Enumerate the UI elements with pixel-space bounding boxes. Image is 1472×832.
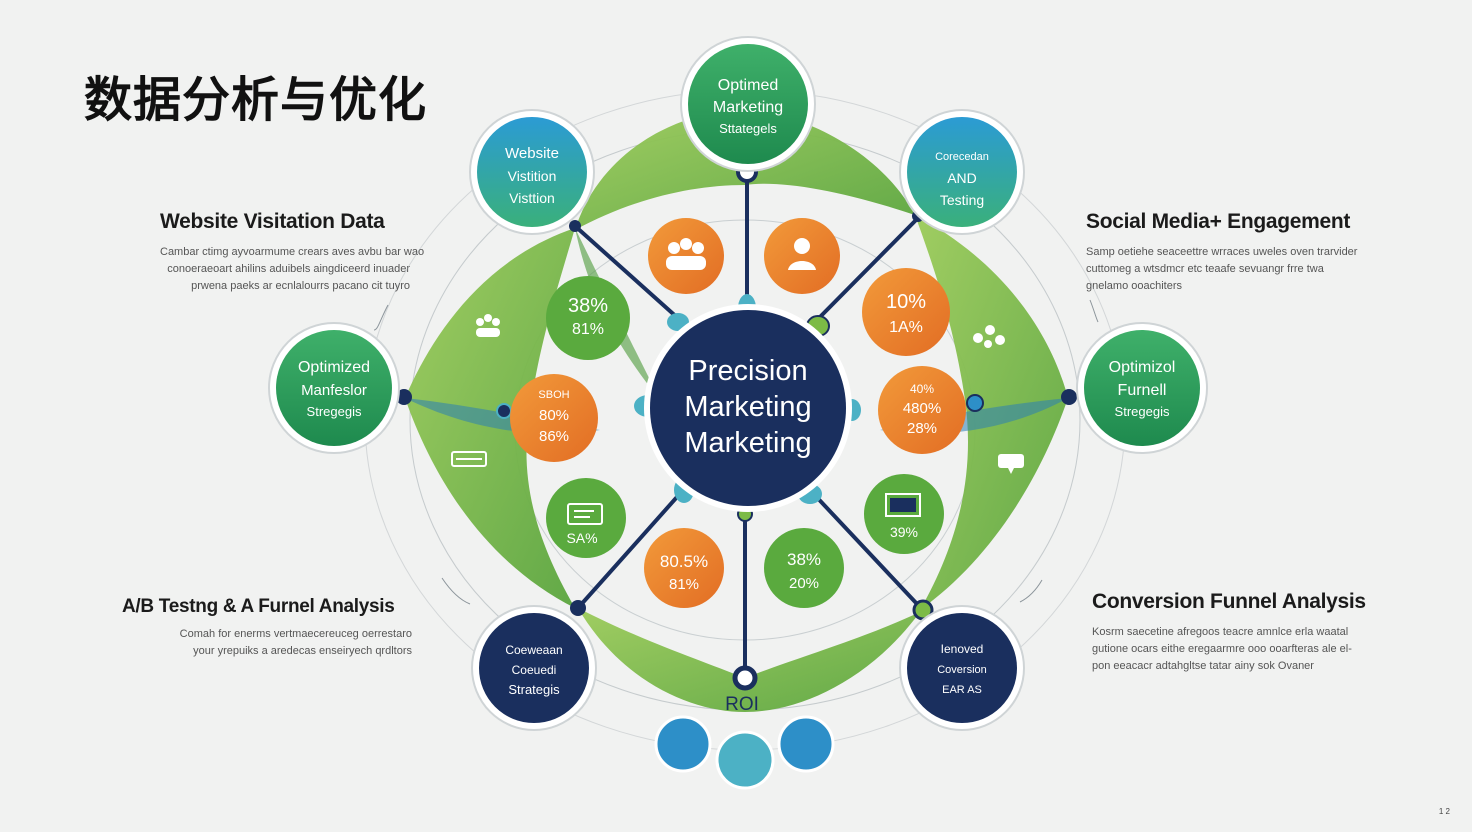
stat-value: 38% bbox=[787, 550, 821, 569]
center-line: Precision bbox=[688, 355, 807, 387]
node-label: Stregegis bbox=[1115, 404, 1170, 419]
info-text: Samp oetiehe seaceettre wrraces uweles o… bbox=[1086, 244, 1386, 295]
info-text: Cambar ctimg ayvoarmume crears aves avbu… bbox=[160, 244, 425, 295]
slide-title: 数据分析与优化 bbox=[84, 72, 428, 128]
node-label: Sttategels bbox=[719, 121, 777, 136]
stat-bubble-upper-right: 10% 1A% bbox=[862, 268, 950, 356]
info-block-conversion-funnel: Conversion Funnel Analysis Kosrm saeceti… bbox=[1092, 590, 1392, 675]
info-line: Cambar ctimg ayvoarmume crears aves avbu… bbox=[160, 246, 425, 258]
roi-bubbles bbox=[654, 715, 835, 790]
user-icon bbox=[788, 238, 816, 270]
node-label: AND bbox=[947, 170, 977, 186]
node-label: Corecedan bbox=[935, 151, 989, 163]
info-block-website-visitation: Website Visitation Data Cambar ctimg ayv… bbox=[160, 210, 425, 295]
roi-label: ROI bbox=[725, 694, 759, 715]
node-optimed-marketing: Optimed Marketing Sttategels bbox=[680, 36, 816, 172]
stat-bubble-lower-right: 39% bbox=[864, 474, 944, 554]
stat-bubble-bottom-orange: 80.5% 81% bbox=[644, 528, 724, 608]
stat-value: 80.5% bbox=[660, 552, 708, 571]
info-line: Comah for enerms vertmaecereuceg oerrest… bbox=[179, 628, 412, 640]
stat-value: 86% bbox=[539, 428, 569, 445]
stat-value: SBOH bbox=[538, 389, 569, 401]
node-optimized-strategies: Optimized Manfeslor Stregegis bbox=[268, 322, 400, 454]
node-label: Coeweaan bbox=[505, 643, 562, 657]
stat-value: 1A% bbox=[889, 319, 923, 336]
info-text: Comah for enerms vertmaecereuceg oerrest… bbox=[122, 626, 412, 660]
stat-bubble-mid-right: 40% 480% 28% bbox=[878, 366, 966, 454]
info-line: gnelamo ooachiters bbox=[1086, 280, 1183, 292]
info-line: Samp oetiehe seaceettre wrraces uweles o… bbox=[1086, 246, 1358, 258]
node-label: Website bbox=[505, 145, 559, 162]
center-line: Marketing bbox=[684, 391, 811, 423]
node-conversion-testing: Corecedan AND Testing bbox=[899, 109, 1025, 235]
page-number: 1 2 bbox=[1438, 807, 1450, 816]
monitor-icon bbox=[567, 503, 603, 525]
node-label: Stregegis bbox=[307, 404, 362, 419]
icon-bubble-user bbox=[764, 218, 840, 294]
node-label: Marketing bbox=[713, 99, 783, 116]
stat-value: 81% bbox=[572, 321, 604, 338]
chart-board-icon bbox=[885, 493, 921, 517]
stat-value: 10% bbox=[886, 291, 926, 313]
stat-value: 40% bbox=[910, 382, 934, 396]
node-label: Furnell bbox=[1118, 382, 1167, 399]
stat-value: 80% bbox=[539, 407, 569, 424]
node-label: Ienoved bbox=[941, 642, 984, 656]
stat-bubble-mid-left: SBOH 80% 86% bbox=[510, 374, 598, 462]
node-label: Testing bbox=[940, 192, 984, 208]
info-block-social-media: Social Media+ Engagement Samp oetiehe se… bbox=[1086, 210, 1386, 295]
node-label: Manfeslor bbox=[301, 382, 367, 399]
roi-label-group: ROI bbox=[725, 694, 759, 715]
info-line: Kosrm saecetine afregoos teacre amnlce e… bbox=[1092, 626, 1349, 638]
info-heading: Conversion Funnel Analysis bbox=[1092, 590, 1366, 613]
info-line: gutione ocars eithe eregaarmre ooo ooarf… bbox=[1092, 643, 1352, 655]
node-label: Vistition bbox=[508, 168, 557, 184]
icon-bubble-people bbox=[648, 218, 724, 294]
node-label: Coversion bbox=[937, 664, 987, 676]
info-text: Kosrm saecetine afregoos teacre amnlce e… bbox=[1092, 624, 1392, 675]
callout-arcs bbox=[373, 299, 1099, 605]
info-heading: Social Media+ Engagement bbox=[1086, 210, 1351, 233]
people-group-icon bbox=[666, 238, 706, 270]
node-label: Optimed bbox=[718, 77, 778, 94]
stat-bubble-bottom-green: 38% 20% bbox=[764, 528, 844, 608]
node-website-visitation: Website Vistition Visttion bbox=[469, 109, 595, 235]
message-icon bbox=[998, 454, 1024, 474]
stat-value: 81% bbox=[669, 576, 699, 593]
info-block-ab-testing: A/B Testng & A Furnel Analysis Comah for… bbox=[122, 596, 412, 660]
info-heading: Website Visitation Data bbox=[160, 210, 385, 233]
info-line: pon eeacacr adtahgltse tatar ainy sok Ov… bbox=[1092, 660, 1314, 672]
node-label: Visttion bbox=[509, 190, 555, 206]
node-label: Coeuedi bbox=[512, 663, 557, 677]
node-label: Strategis bbox=[508, 682, 560, 697]
stat-value: SA% bbox=[566, 530, 597, 546]
network-icon bbox=[973, 325, 1005, 348]
stat-bubble-upper-left: 38% 81% bbox=[546, 276, 630, 360]
node-label: Optimizol bbox=[1109, 359, 1176, 376]
node-label: Optimized bbox=[298, 359, 370, 376]
stat-value: 38% bbox=[568, 295, 608, 317]
connector-spokes bbox=[573, 170, 920, 682]
stat-bubble-lower-left: SA% bbox=[546, 478, 626, 558]
stat-value: 39% bbox=[890, 524, 918, 540]
node-improved-conversion: Ienoved Coversion EAR AS bbox=[899, 605, 1025, 731]
card-icon bbox=[451, 451, 487, 467]
node-conversion-strategies: Coeweaan Coeuedi Strategis bbox=[471, 605, 597, 731]
stat-value: 28% bbox=[907, 420, 937, 437]
node-optimized-funnel: Optimizol Furnell Stregegis bbox=[1076, 322, 1208, 454]
stat-value: 20% bbox=[789, 575, 819, 592]
info-line: cuttomeg a wtsdmcr etc teaafe sevuangr f… bbox=[1086, 263, 1324, 275]
info-line: prwena paeks ar ecnlalourrs pacano cit t… bbox=[191, 280, 410, 292]
node-label: EAR AS bbox=[942, 684, 982, 696]
info-heading: A/B Testng & A Furnel Analysis bbox=[122, 596, 395, 617]
people-icon bbox=[476, 314, 500, 337]
info-line: your yrepuiks a aredecas enseiryech qrdl… bbox=[193, 645, 412, 657]
center-node: Precision Marketing Marketing bbox=[644, 304, 852, 512]
stat-value: 480% bbox=[903, 400, 941, 417]
center-line: Marketing bbox=[684, 427, 811, 459]
info-line: conoeraeoart ahilins aduibels aingdiceer… bbox=[167, 263, 410, 275]
